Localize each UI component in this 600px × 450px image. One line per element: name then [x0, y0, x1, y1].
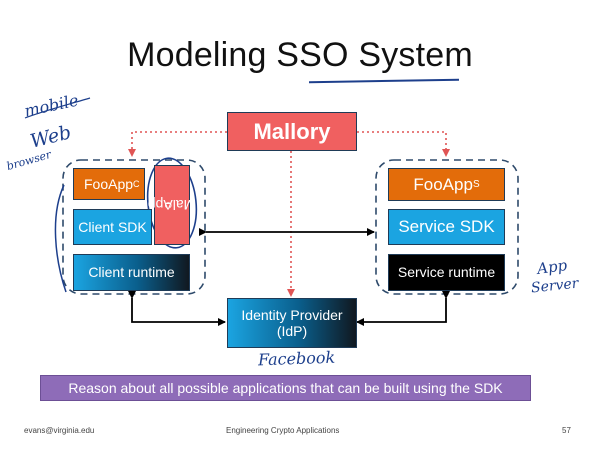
malapp-circle-annotation	[146, 157, 198, 249]
client-fooapp-label: FooApp	[84, 175, 134, 192]
mobile-underline	[24, 97, 91, 119]
facebook-annotation: Facebook	[257, 347, 336, 370]
takeaway-bar: Reason about all possible applications t…	[40, 375, 531, 401]
client-fooapp-sub: C	[133, 178, 140, 189]
service-sdk-box: Service SDK	[388, 209, 505, 245]
client-sdk-box: Client SDK	[73, 209, 152, 245]
footer-page-number: 57	[562, 426, 571, 435]
mallory-to-client-arrow	[128, 128, 234, 157]
mallory-box: Mallory	[227, 112, 357, 151]
footer-email: evans@virginia.edu	[24, 426, 95, 435]
client-idp-arrow	[128, 291, 226, 326]
client-runtime-box: Client runtime	[73, 254, 190, 291]
service-runtime-box: Service runtime	[388, 254, 505, 291]
server-idp-arrow	[356, 291, 450, 326]
mallory-to-server-arrow	[350, 128, 450, 157]
service-fooapp-sub: S	[472, 178, 480, 190]
idp-box: Identity Provider (IdP)	[227, 298, 357, 348]
browser-bracket-annotation	[54, 184, 67, 293]
service-fooapp-label: FooApp	[413, 174, 473, 194]
slide-title: Modeling SSO System	[127, 36, 473, 74]
footer-course: Engineering Crypto Applications	[226, 426, 340, 435]
idp-line1: Identity Provider	[241, 306, 343, 323]
malapp-label: MalApp	[148, 197, 196, 214]
idp-line2: (IdP)	[276, 323, 308, 339]
